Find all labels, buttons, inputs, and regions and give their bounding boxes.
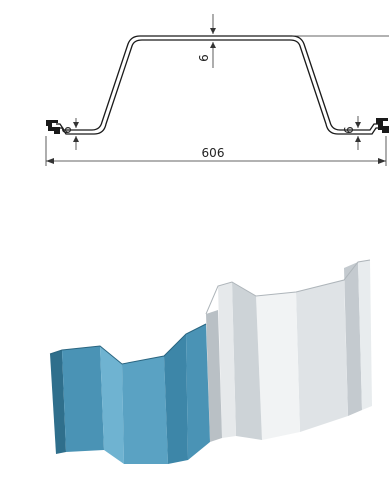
right-thickness-label: 6 <box>342 126 356 134</box>
top-thickness-label: 6 <box>197 54 211 62</box>
blue-sheet-pile <box>49 323 210 464</box>
dimension-lines <box>45 14 389 166</box>
right-interlock <box>376 118 389 133</box>
left-thickness-label: 6 <box>60 126 74 134</box>
sheet-pile-3d-render <box>49 259 372 464</box>
width-dimension-label: 606 <box>202 146 225 160</box>
profile-outline <box>56 35 378 135</box>
white-sheet-pile <box>205 259 372 442</box>
left-interlock <box>46 120 60 134</box>
dimension-arrows <box>46 28 386 164</box>
sheet-pile-profile-drawing: 6 6 6 606 <box>45 14 389 166</box>
